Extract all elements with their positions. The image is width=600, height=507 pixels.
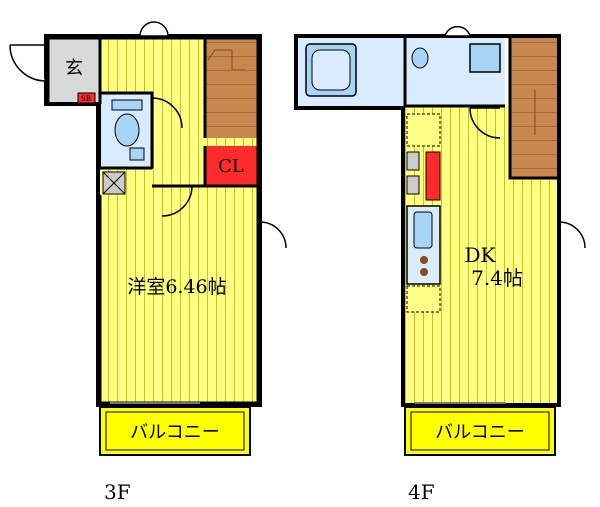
stove-burner-1	[420, 256, 428, 264]
window-top-4f	[444, 25, 471, 37]
western-room-label: 洋室6.46帖	[127, 276, 226, 298]
sink-icon	[413, 211, 433, 249]
dk-size-label: 7.4帖	[471, 266, 523, 290]
dk-floor	[405, 106, 557, 403]
shoe-box	[77, 92, 96, 104]
walls-4f	[403, 38, 557, 180]
dk-name-label: DK	[465, 243, 497, 267]
storage-space-4f	[406, 285, 441, 313]
entrance-label: 玄	[65, 58, 83, 79]
room-door-3f[interactable]	[161, 185, 193, 217]
stairs-4f	[510, 38, 557, 178]
window-top-3f	[139, 21, 169, 37]
kitchen-red-unit	[425, 151, 441, 201]
balcony-label-4f: バルコニー	[435, 422, 525, 443]
toilet-icon-4f	[411, 47, 429, 69]
balcony-label-3f: バルコニー	[130, 422, 220, 443]
floor-label-3f: 3F	[104, 480, 131, 504]
wash-door[interactable]	[469, 107, 501, 139]
closet	[205, 146, 258, 186]
side-window-4f	[558, 221, 586, 252]
fridge-space	[406, 113, 441, 147]
closet-label: CL	[218, 156, 244, 177]
balcony-4f	[404, 406, 556, 456]
pipe-shaft-4f-a	[406, 151, 420, 171]
stove-burner-2	[420, 268, 428, 276]
outer-wall-4f	[294, 34, 561, 407]
shoe-box-label: SB	[81, 95, 91, 103]
floor-3f: CL 玄 SB 洋室6.46帖 バルコニー	[9, 21, 287, 456]
toilet-sink	[129, 147, 145, 161]
toilet-door[interactable]	[151, 97, 183, 129]
floor-label-4f: 4F	[408, 480, 435, 504]
stairs-arrow-3f	[207, 49, 245, 71]
side-window-3f	[259, 221, 287, 252]
entrance-door[interactable]	[9, 44, 47, 82]
outer-wall-3f	[44, 34, 262, 407]
washbasin-icon	[469, 43, 501, 73]
toilet-tank	[111, 99, 143, 111]
toilet-icon	[114, 113, 140, 147]
floor-4f: DK 7.4帖 バルコニー	[294, 25, 586, 456]
pipe-shaft-4f-b	[406, 175, 420, 195]
balcony-3f	[99, 406, 251, 456]
